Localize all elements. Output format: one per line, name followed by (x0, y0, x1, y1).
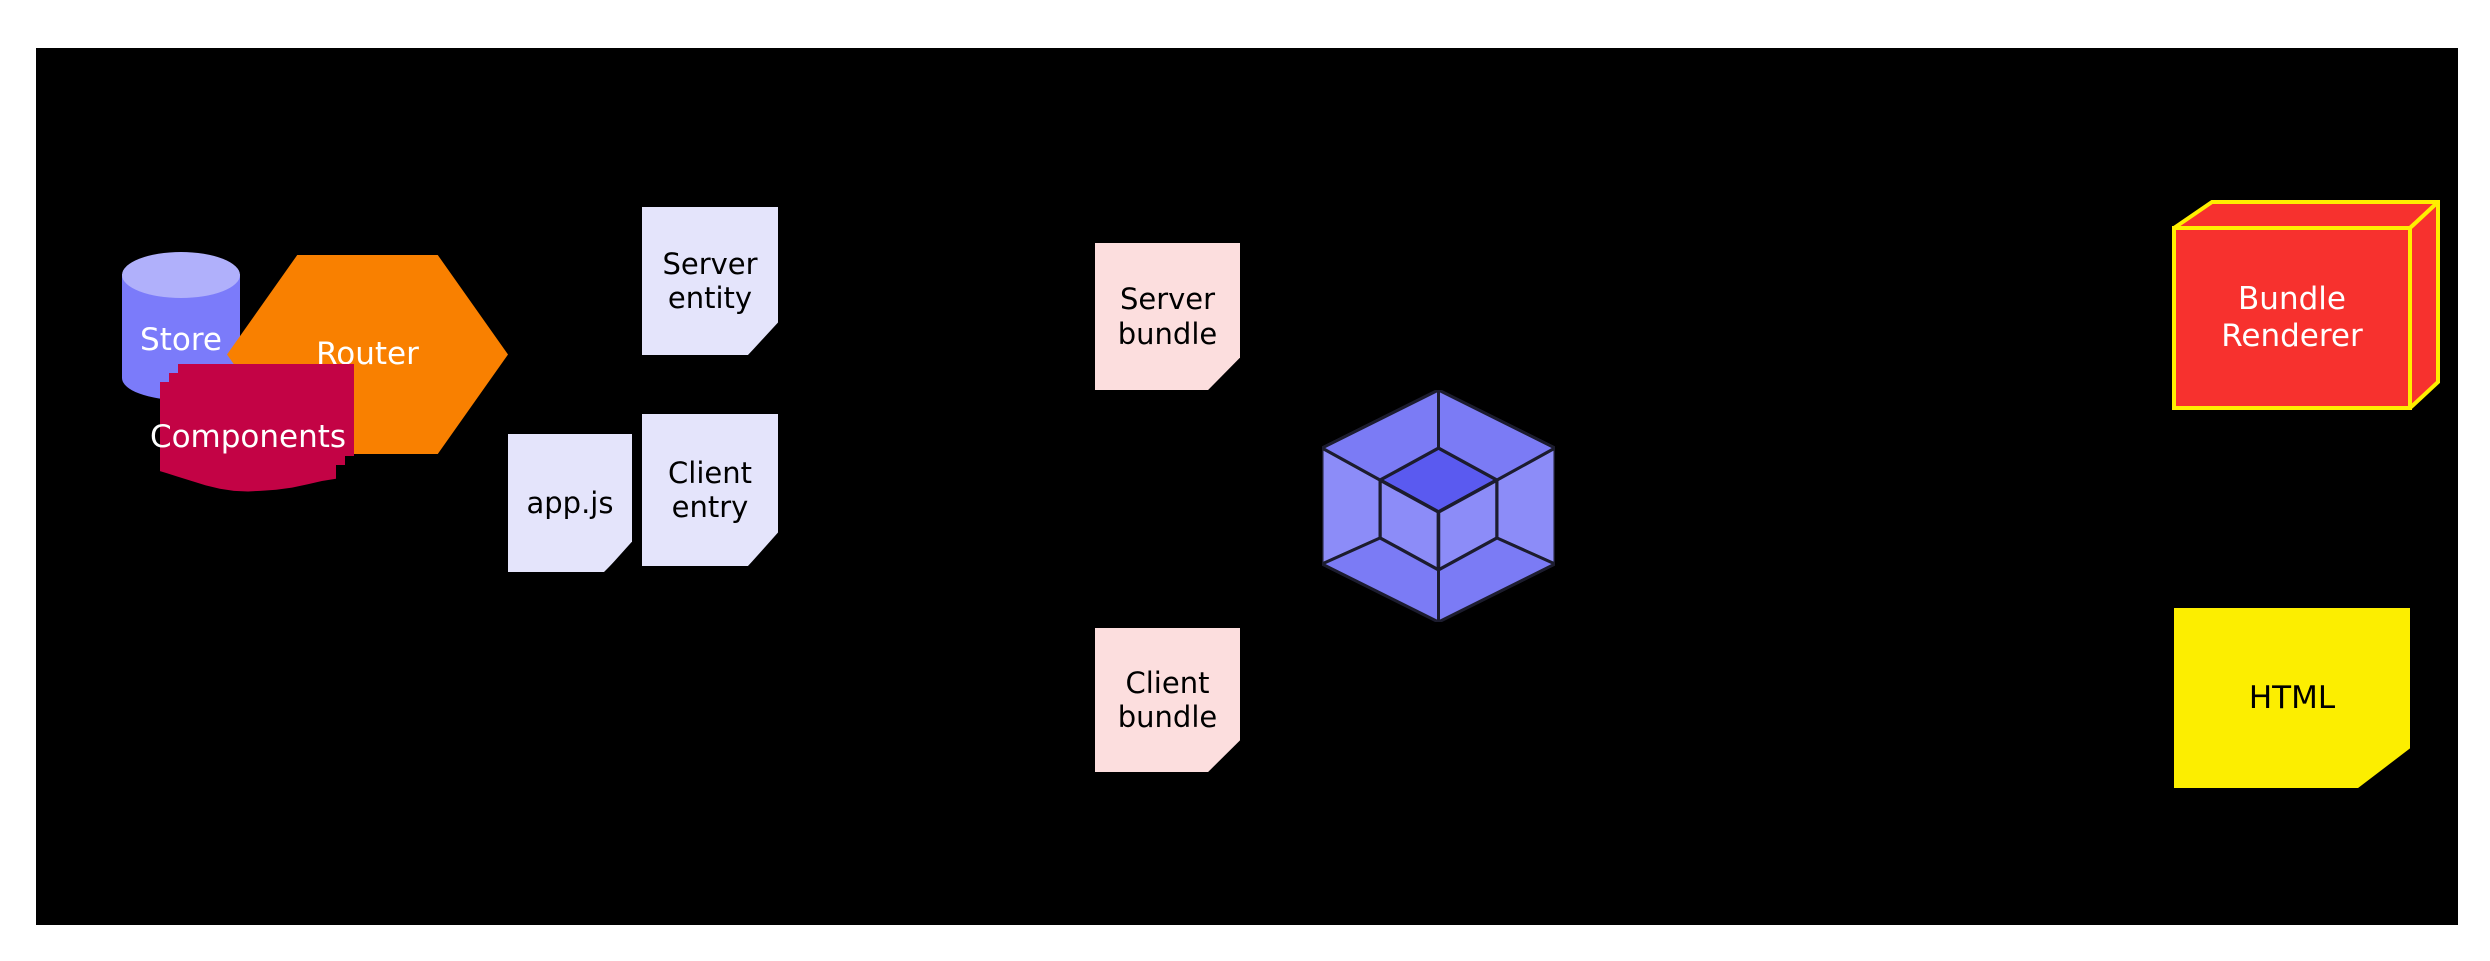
node-server-bundle[interactable]: Server bundle (1095, 243, 1240, 390)
node-app-js[interactable]: app.js (508, 434, 632, 572)
node-webpack-logo[interactable] (1322, 390, 1555, 622)
node-client-entry-label: Client entry (668, 455, 752, 524)
node-html[interactable]: HTML (2174, 608, 2410, 788)
node-bundle-renderer[interactable]: Bundle Renderer (2172, 200, 2440, 410)
bundle-renderer-box-icon (2172, 200, 2440, 410)
node-server-bundle-label: Server bundle (1117, 282, 1218, 351)
node-app-js-label: app.js (526, 485, 614, 520)
diagram-canvas: Store Router Components app.js Server en… (36, 48, 2458, 925)
node-server-entity-label: Server entity (662, 246, 758, 315)
node-html-label: HTML (2248, 679, 2336, 716)
node-server-entity[interactable]: Server entity (642, 207, 778, 355)
node-client-bundle-label: Client bundle (1117, 665, 1218, 734)
cylinder-top-ellipse (122, 252, 240, 298)
node-client-entry[interactable]: Client entry (642, 414, 778, 566)
components-sheet-front (160, 382, 336, 492)
webpack-cube-icon (1322, 390, 1555, 622)
node-components[interactable]: Components (150, 364, 360, 500)
node-client-bundle[interactable]: Client bundle (1095, 628, 1240, 772)
